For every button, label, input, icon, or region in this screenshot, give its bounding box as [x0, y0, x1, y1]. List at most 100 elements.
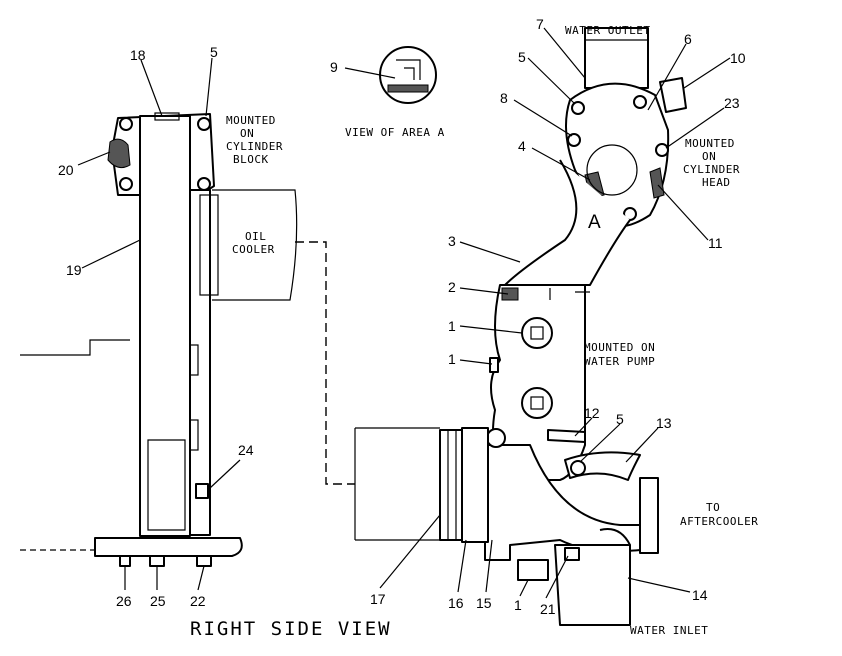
callout-4: 4 [518, 138, 526, 154]
bolt-16 [486, 428, 506, 448]
bolt-10 [659, 77, 687, 113]
housing-bolt [655, 143, 669, 157]
callout-5: 5 [616, 411, 624, 427]
label-mounted-block-4: BLOCK [233, 153, 269, 166]
housing-bolt [567, 133, 581, 147]
callout-5: 5 [210, 44, 218, 60]
label-water-inlet: WATER INLET [630, 624, 708, 637]
callouts: 7 6 10 5 8 23 4 11 3 2 1 1 12 5 13 14 17… [58, 16, 746, 617]
label-view-area-a: VIEW OF AREA A [345, 126, 445, 139]
callout-16: 16 [448, 595, 464, 611]
tube-seal [199, 194, 219, 296]
leader-lines [77, 27, 731, 599]
flange-bolt [119, 117, 133, 131]
outlet-pipe [584, 27, 649, 89]
bolt-12 [547, 429, 586, 443]
bolt-5b [570, 460, 586, 476]
flange-bolt [197, 117, 211, 131]
inlet-pipe [554, 544, 631, 626]
labels: WATER OUTLET VIEW OF AREA A MOUNTED ON C… [190, 24, 758, 640]
label-mounted-head-1: MOUNTED [685, 137, 735, 150]
callout-21: 21 [540, 601, 556, 617]
label-water-pump-1: MOUNTED ON [584, 341, 655, 354]
label-aftercooler-1: TO [706, 501, 720, 514]
detail-view-a [379, 46, 437, 104]
detail-seal [396, 59, 421, 80]
flange-bolt [119, 177, 133, 191]
callout-12: 12 [584, 405, 600, 421]
callout-7: 7 [536, 16, 544, 32]
callout-1: 1 [514, 597, 522, 613]
hose-outline [355, 427, 440, 541]
callout-2: 2 [448, 279, 456, 295]
callout-1: 1 [448, 351, 456, 367]
housing-bolt [633, 95, 647, 109]
housing-bolt [571, 101, 585, 115]
label-oil-cooler-2: COOLER [232, 243, 275, 256]
detail-circle [379, 46, 437, 104]
callout-18: 18 [130, 47, 146, 63]
nut-22 [196, 555, 212, 567]
coupling-16 [461, 427, 489, 543]
nut-21 [564, 547, 580, 561]
view-title: RIGHT SIDE VIEW [190, 618, 392, 640]
right-assembly [354, 27, 687, 626]
flange-bolt [197, 177, 211, 191]
gasket-20 [107, 138, 131, 169]
gasket-11 [649, 167, 665, 199]
fitting-1c [517, 559, 549, 581]
tube-boss [189, 344, 199, 376]
label-mounted-block-1: MOUNTED [226, 114, 276, 127]
oil-cooler-link [295, 241, 355, 485]
callout-14: 14 [692, 587, 708, 603]
callout-13: 13 [656, 415, 672, 431]
stud-26 [119, 555, 131, 567]
label-mounted-block-3: CYLINDER [226, 140, 283, 153]
aftercooler-flange [639, 477, 659, 554]
port-lower-square [530, 396, 544, 410]
label-mounted-block-2: ON [240, 127, 254, 140]
callout-6: 6 [684, 31, 692, 47]
callout-26: 26 [116, 593, 132, 609]
label-mounted-head-3: CYLINDER [683, 163, 740, 176]
label-water-outlet: WATER OUTLET [565, 24, 650, 37]
plug-1b [489, 357, 499, 373]
callout-5: 5 [518, 49, 526, 65]
callout-3: 3 [448, 233, 456, 249]
callout-22: 22 [190, 593, 206, 609]
callout-23: 23 [724, 95, 740, 111]
callout-11: 11 [708, 235, 723, 251]
label-area-a: A [588, 212, 601, 233]
label-water-pump-2: WATER PUMP [584, 355, 655, 368]
elbow-bore [586, 144, 638, 196]
label-oil-cooler-1: OIL [245, 230, 266, 243]
callout-20: 20 [58, 162, 74, 178]
elbow-body [504, 159, 631, 286]
port-upper-square [530, 326, 544, 340]
detail-hatch [387, 84, 429, 93]
callout-17: 17 [370, 591, 386, 607]
nut-25 [149, 555, 165, 567]
tube-boss [189, 419, 199, 451]
tube-cap [154, 112, 180, 121]
callout-25: 25 [150, 593, 166, 609]
callout-19: 19 [66, 262, 82, 278]
callout-1: 1 [448, 318, 456, 334]
base-plate [94, 537, 243, 557]
callout-15: 15 [476, 595, 492, 611]
block-outline [20, 339, 130, 356]
port-upper [521, 317, 553, 349]
lower-panel [147, 439, 186, 531]
left-assembly [20, 112, 355, 567]
label-aftercooler-2: AFTERCOOLER [680, 515, 758, 528]
callout-24: 24 [238, 442, 254, 458]
callout-9: 9 [330, 59, 338, 75]
callout-10: 10 [730, 50, 746, 66]
label-mounted-head-2: ON [702, 150, 716, 163]
plug-2 [501, 287, 519, 301]
inlet-bend [599, 528, 631, 546]
port-lower [521, 387, 553, 419]
bolt-24 [195, 483, 209, 499]
stud-top [549, 288, 590, 300]
